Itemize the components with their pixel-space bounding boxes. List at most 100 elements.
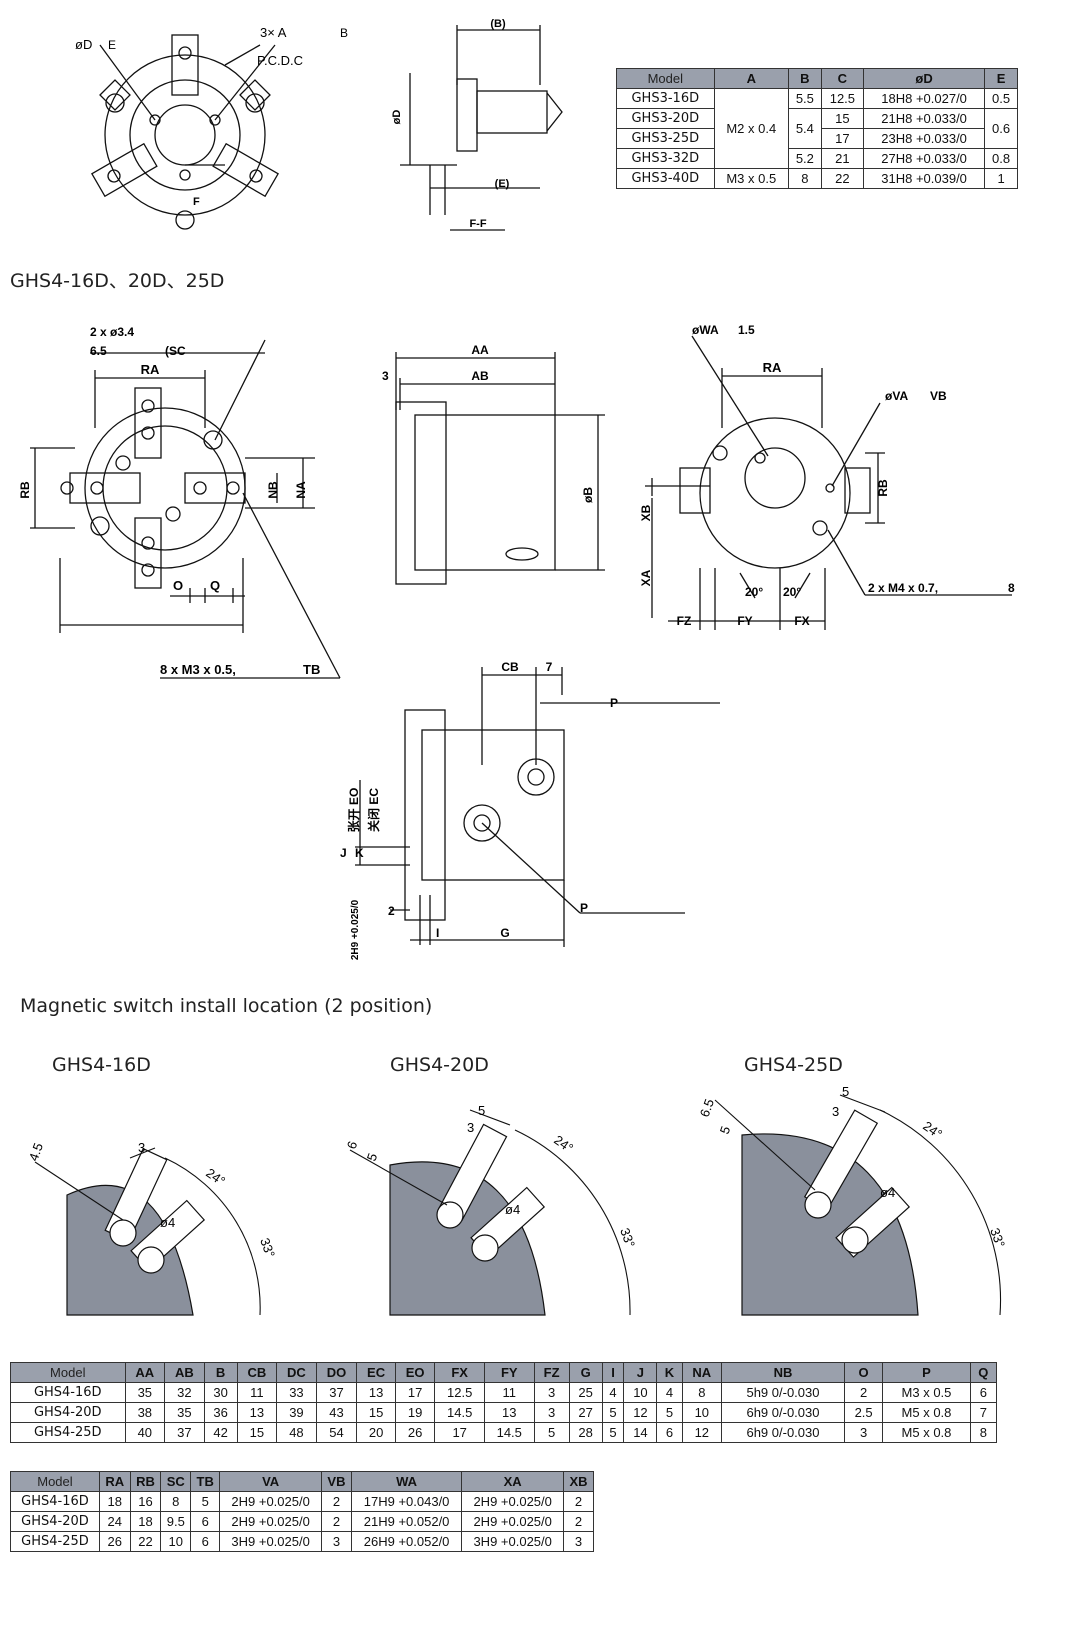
xa-label: XA — [640, 569, 653, 586]
col-g: G — [568, 1362, 603, 1383]
b-label: B — [340, 26, 348, 40]
value-cell: 54 — [315, 1422, 358, 1443]
col-dc: DC — [276, 1362, 317, 1383]
e-cell: 1 — [984, 168, 1018, 189]
value-cell: 26H9 +0.052/0 — [350, 1531, 463, 1552]
value-cell: 12 — [623, 1402, 658, 1423]
value-cell: 3 — [563, 1531, 594, 1552]
value-cell: 42 — [203, 1422, 238, 1443]
pcdc-label: P.C.D.C — [257, 53, 303, 68]
col-ec: EC — [356, 1362, 396, 1383]
ghs3-front-view: øD E 3× A B P.C.D.C F — [75, 25, 348, 230]
col-xa: XA — [461, 1471, 565, 1492]
fx-label: FX — [794, 614, 809, 628]
value-cell: 3 — [533, 1402, 570, 1423]
c-cell: 21 — [820, 148, 865, 169]
value-cell: 27 — [568, 1402, 603, 1423]
xb-label: XB — [640, 504, 653, 521]
value-cell: 18 — [129, 1511, 162, 1532]
c-cell: 15 — [820, 108, 865, 129]
value-cell: 8 — [160, 1491, 192, 1512]
two-label: 2 — [388, 904, 395, 918]
table-row: GHS3-16D M2 x 0.4 5.5 12.5 18H8 +0.027/0… — [616, 88, 1018, 169]
value-cell: 14.5 — [434, 1402, 485, 1423]
col-aa: AA — [124, 1362, 166, 1383]
value-cell: 2H9 +0.025/0 — [219, 1491, 323, 1512]
rb-label: RB — [18, 481, 32, 499]
d-cell: 18H8 +0.027/0 — [862, 88, 986, 109]
value-cell: 22 — [129, 1531, 162, 1552]
value-cell: 19 — [394, 1402, 436, 1423]
value-cell: 13 — [483, 1402, 535, 1423]
phi-wa-label: øWA — [692, 323, 719, 337]
mag25-d3: 5 — [842, 1084, 849, 1099]
value-cell: 2 — [563, 1491, 594, 1512]
mag-view-20d: 6 5 3 5 ø4 24° 33° — [345, 1103, 638, 1316]
vb-label: VB — [930, 389, 947, 403]
model-cell: GHS3-25D — [616, 128, 715, 149]
two-x-phi34-label: 2 x ø3.4 — [90, 325, 134, 339]
col-ab: AB — [164, 1362, 205, 1383]
p2-label: P — [580, 901, 588, 915]
fz-label: FZ — [677, 614, 692, 628]
value-cell: 10 — [623, 1382, 658, 1403]
three-label: 3 — [382, 369, 389, 383]
seven-label: 7 — [546, 660, 553, 674]
col-i: I — [601, 1362, 625, 1383]
ab-label: AB — [471, 369, 489, 383]
ghs4-side-view: AA 3 AB øB — [382, 343, 605, 585]
value-cell: 20 — [356, 1422, 396, 1443]
col-model: Model — [10, 1471, 100, 1492]
col-q: Q — [969, 1362, 998, 1383]
value-cell: 15 — [356, 1402, 396, 1423]
value-cell: 18 — [98, 1491, 131, 1512]
aa-label: AA — [471, 343, 489, 357]
value-cell: 3H9 +0.025/0 — [461, 1531, 565, 1552]
phi-b-label: øB — [581, 487, 595, 503]
value-cell: 16 — [129, 1491, 162, 1512]
d65-label: 6.5 — [90, 344, 107, 358]
value-cell: 12 — [681, 1422, 723, 1443]
table-row: GHS3-20D 5.4 15 21H8 +0.033/0 0.6 — [616, 108, 1018, 149]
ghs4-section-view: CB 7 P P 张开 EO 关闭 EC K J 2H9 +0.025/0 2 … — [340, 660, 720, 960]
value-cell: 30 — [203, 1382, 238, 1403]
value-cell: 14 — [623, 1422, 658, 1443]
k-label: K — [355, 846, 364, 860]
col-k: K — [656, 1362, 683, 1383]
value-cell: 4 — [656, 1382, 683, 1403]
c-cell: 22 — [820, 168, 865, 189]
value-cell: 6h9 0/-0.030 — [721, 1422, 845, 1443]
value-cell: 35 — [124, 1382, 166, 1403]
value-cell: 15 — [236, 1422, 278, 1443]
na-label: NA — [294, 481, 308, 499]
value-cell: 5h9 0/-0.030 — [721, 1382, 845, 1403]
b-cell: 8 — [787, 168, 822, 189]
value-cell: 7 — [969, 1402, 998, 1423]
mag-view-16d: 4.5 3 ø4 24° 33° — [26, 1140, 278, 1316]
value-cell: 6 — [190, 1531, 221, 1552]
col-rb: RB — [129, 1471, 162, 1492]
d-cell: 27H8 +0.033/0 — [862, 148, 986, 169]
i-label: I — [436, 926, 439, 940]
ghs4-front-view: 2 x ø3.4 6.5 (SC RA RB NB NA O Q 8 x M3 … — [18, 325, 341, 679]
col-p: P — [882, 1362, 971, 1383]
value-cell: 9.5 — [160, 1511, 192, 1532]
mag20-d2: 3 — [467, 1120, 474, 1135]
ghs3-side-view: (B) (E) øD F-F — [391, 18, 563, 231]
value-cell: 13 — [356, 1382, 396, 1403]
a-cell: M3 x 0.5 — [713, 168, 789, 189]
value-cell: 2H9 +0.025/0 — [461, 1491, 565, 1512]
col-fx: FX — [434, 1362, 485, 1383]
value-cell: 25 — [568, 1382, 603, 1403]
eight-label: 8 — [1008, 581, 1015, 595]
section-title-ghs4: GHS4-16D、20D、25D — [10, 270, 225, 292]
d-cell: 21H8 +0.033/0 — [862, 108, 986, 129]
col-cb: CB — [236, 1362, 278, 1383]
two-m4-label: 2 x M4 x 0.7, — [868, 581, 938, 595]
col-b: B — [787, 68, 822, 89]
col-d: øD — [862, 68, 986, 89]
